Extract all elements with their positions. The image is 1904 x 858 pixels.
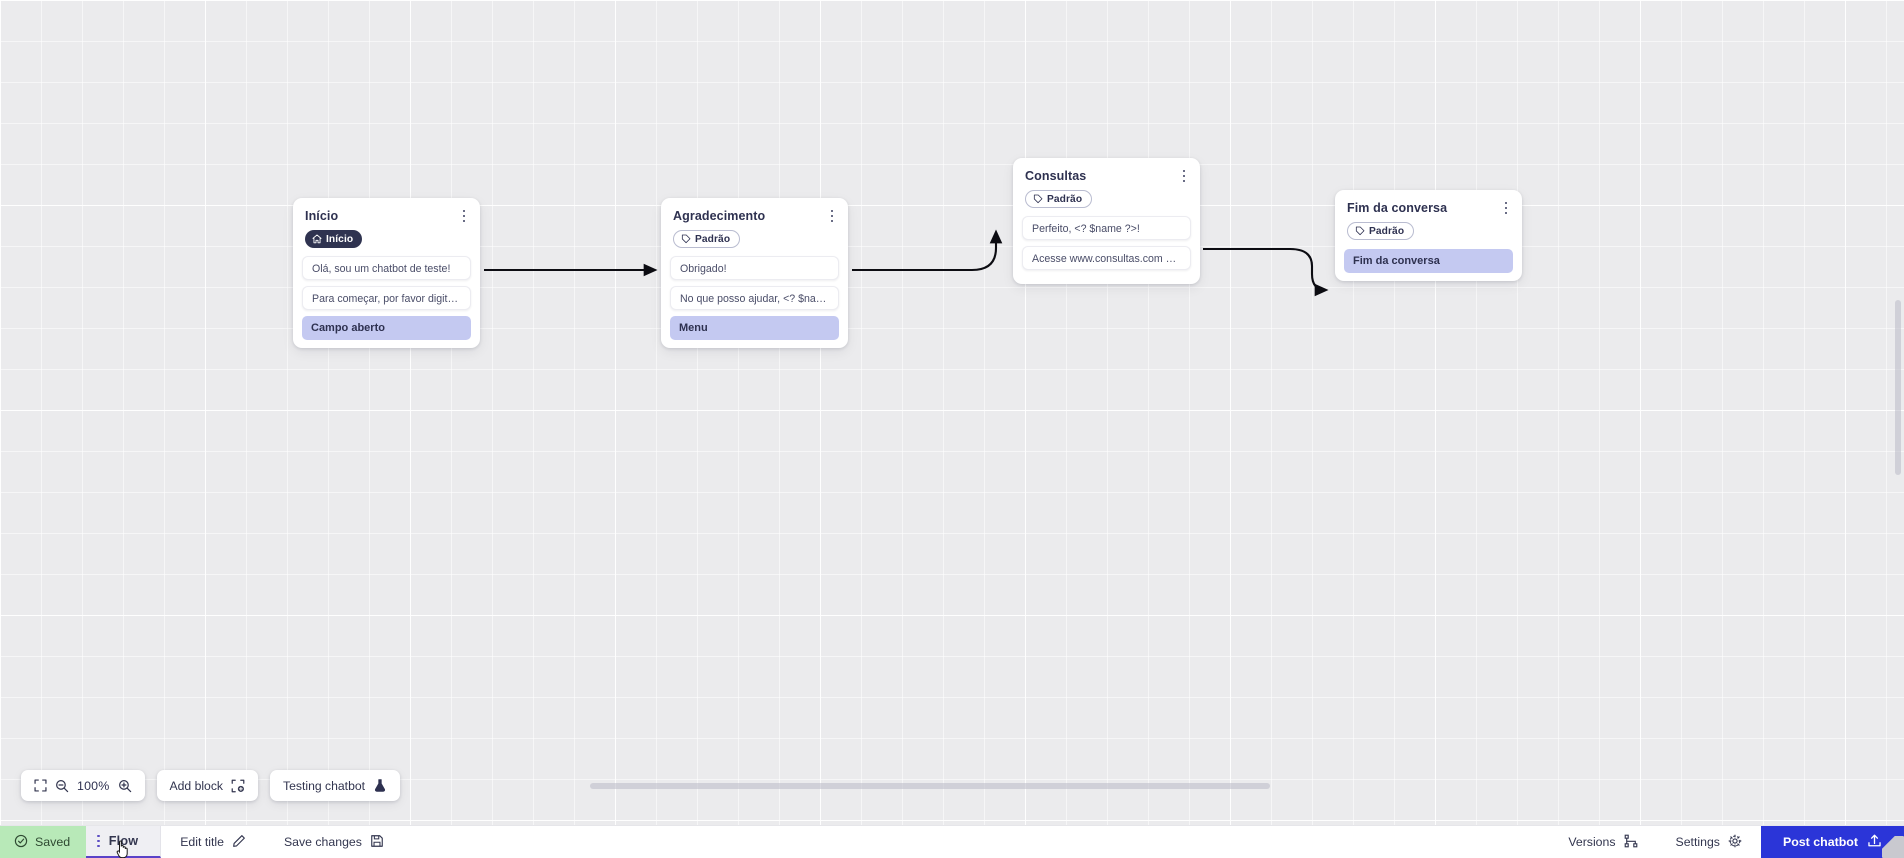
flow-tab-menu-icon[interactable]: [97, 834, 100, 848]
node-title: Fim da conversa: [1347, 201, 1448, 215]
edit-title-label: Edit title: [180, 835, 224, 849]
floppy-disk-icon: [370, 834, 384, 851]
versions-button[interactable]: Versions: [1549, 826, 1656, 858]
bottom-bar: Saved Flow Edit title Save changes: [0, 825, 1904, 858]
node-title: Consultas: [1025, 169, 1087, 183]
flow-connectors: [484, 229, 1329, 297]
edge-agradecimento-consultas: [852, 229, 1003, 272]
node-chip[interactable]: Menu: [670, 316, 839, 340]
canvas-toolbar: 100% Add block: [21, 770, 401, 801]
flow-canvas[interactable]: Início Início Olá, sou um chatbot de tes…: [0, 0, 1904, 825]
add-block-icon: [231, 779, 245, 793]
horizontal-scrollbar[interactable]: [590, 783, 1270, 789]
edit-title-button[interactable]: Edit title: [161, 826, 265, 858]
branch-icon: [1624, 834, 1638, 851]
upload-icon: [1867, 833, 1882, 851]
flow-tab-label: Flow: [108, 834, 139, 848]
node-menu-icon[interactable]: [457, 208, 471, 224]
zoom-controls[interactable]: 100%: [21, 770, 145, 801]
default-badge-label: Padrão: [1369, 225, 1405, 237]
flow-node-agradecimento[interactable]: Agradecimento Padrão Obrigado! No que po…: [661, 198, 848, 348]
zoom-level-label: 100%: [77, 778, 110, 793]
testing-chatbot-button[interactable]: Testing chatbot: [270, 770, 401, 801]
gear-icon: [1728, 834, 1742, 851]
default-badge[interactable]: Padrão: [1347, 222, 1415, 240]
flow-node-fim-da-conversa[interactable]: Fim da conversa Padrão Fim da conversa: [1335, 190, 1522, 281]
edge-consultas-fim: [1203, 247, 1329, 297]
add-block-label: Add block: [169, 778, 224, 793]
save-changes-label: Save changes: [283, 835, 362, 849]
settings-button[interactable]: Settings: [1657, 826, 1761, 858]
node-badge-row: Padrão: [661, 224, 848, 256]
node-header: Início: [293, 198, 480, 224]
node-message[interactable]: Obrigado!: [670, 256, 839, 280]
testing-chatbot-label: Testing chatbot: [283, 778, 366, 793]
node-header: Fim da conversa: [1335, 190, 1522, 216]
default-badge-label: Padrão: [695, 233, 731, 245]
resize-grip-icon[interactable]: [1882, 836, 1904, 858]
save-changes-button[interactable]: Save changes: [265, 826, 403, 858]
node-badge-row: Início: [293, 224, 480, 256]
flow-node-inicio[interactable]: Início Início Olá, sou um chatbot de tes…: [293, 198, 480, 348]
node-message[interactable]: Olá, sou um chatbot de teste!: [302, 256, 471, 280]
saved-label: Saved: [35, 835, 71, 849]
tag-icon: [1033, 194, 1043, 204]
tab-flow[interactable]: Flow: [86, 826, 162, 858]
saved-status: Saved: [0, 826, 87, 858]
bottom-bar-right: Versions Settings: [1549, 826, 1904, 858]
home-icon: [312, 234, 322, 244]
tag-icon: [1355, 226, 1365, 236]
node-header: Agradecimento: [661, 198, 848, 224]
default-badge[interactable]: Padrão: [1025, 190, 1093, 208]
add-block-button[interactable]: Add block: [156, 770, 259, 801]
node-message[interactable]: Acesse www.consultas.com par...: [1022, 246, 1191, 270]
pencil-icon: [232, 834, 246, 851]
start-badge-label: Início: [326, 233, 354, 245]
node-title: Início: [305, 209, 339, 223]
node-title: Agradecimento: [673, 209, 766, 223]
bottom-bar-left: Saved Flow Edit title Save changes: [0, 826, 403, 858]
node-header: Consultas: [1013, 158, 1200, 184]
post-chatbot-label: Post chatbot: [1782, 835, 1858, 849]
node-chip[interactable]: Campo aberto: [302, 316, 471, 340]
flask-icon: [373, 778, 387, 793]
node-message[interactable]: Para começar, por favor digite o ...: [302, 286, 471, 310]
node-badge-row: Padrão: [1013, 184, 1200, 216]
zoom-out-icon[interactable]: [55, 779, 69, 793]
tag-icon: [681, 234, 691, 244]
vertical-scrollbar[interactable]: [1895, 300, 1901, 475]
node-message[interactable]: Perfeito, <? $name ?>!: [1022, 216, 1191, 240]
default-badge[interactable]: Padrão: [673, 230, 741, 248]
fit-screen-icon[interactable]: [34, 779, 47, 792]
check-circle-icon: [14, 834, 28, 851]
node-badge-row: Padrão: [1335, 216, 1522, 248]
flow-node-consultas[interactable]: Consultas Padrão Perfeito, <? $name ?>! …: [1013, 158, 1200, 284]
post-chatbot-button[interactable]: Post chatbot: [1760, 826, 1904, 858]
node-menu-icon[interactable]: [825, 208, 839, 224]
zoom-in-icon[interactable]: [118, 779, 132, 793]
node-message[interactable]: No que posso ajudar, <? $name ...: [670, 286, 839, 310]
start-badge[interactable]: Início: [305, 230, 363, 248]
node-chip[interactable]: Fim da conversa: [1344, 249, 1513, 273]
node-menu-icon[interactable]: [1177, 168, 1191, 184]
settings-label: Settings: [1675, 835, 1720, 849]
node-menu-icon[interactable]: [1499, 200, 1513, 216]
versions-label: Versions: [1568, 835, 1616, 849]
default-badge-label: Padrão: [1047, 193, 1083, 205]
